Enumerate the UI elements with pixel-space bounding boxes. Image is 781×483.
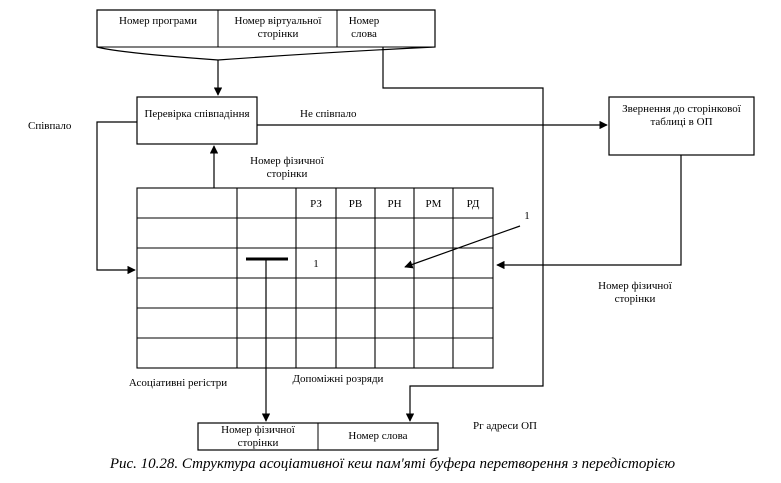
figure-caption: Рис. 10.28. Структура асоціативної кеш п…: [109, 456, 676, 472]
not-matched-label: Не співпало: [300, 108, 357, 120]
address-register-label: Рг адреси ОП: [473, 420, 537, 432]
column-header-rm: РМ: [425, 198, 442, 210]
physical-page-number-top-label: Номер фізичної сторінки: [250, 155, 324, 180]
match-check-label: Перевірка співпадіння: [144, 108, 250, 120]
program-number-label: Номер програми: [119, 15, 197, 27]
column-header-rv: РВ: [348, 198, 363, 210]
arrow-marker-one: [404, 225, 521, 269]
result-word-number-label: Номер слова: [348, 430, 408, 442]
aux-bits-label: Допоміжні розряди: [292, 373, 384, 385]
arrow-matched: [96, 121, 137, 275]
assoc-registers-label: Асоціативні регістри: [128, 377, 228, 389]
arrow-physical-page-in: [496, 155, 682, 270]
page-table-request-label: Звернення до сторінкової таблиці в ОП: [622, 103, 741, 128]
match-check-box: [136, 96, 258, 145]
result-physical-page-label: Номер фізичної сторінки: [221, 424, 295, 449]
top-register: [96, 9, 436, 61]
column-header-rd: РД: [466, 198, 480, 210]
column-header-rz: РЗ: [310, 198, 322, 210]
row-marker: 1: [313, 258, 319, 270]
physical-page-number-right-label: Номер фізичної сторінки: [598, 280, 672, 305]
virtual-page-number-label: Номер віртуальної сторінки: [234, 15, 322, 40]
assoc-table-grid: [136, 187, 494, 369]
result-register: [197, 422, 439, 451]
column-header-rn: РН: [387, 198, 402, 210]
arrow-word-number: [382, 47, 544, 422]
arrow-marker: 1: [524, 210, 530, 222]
matched-label: Співпало: [28, 120, 72, 132]
word-number-label: Номер слова: [348, 15, 380, 40]
